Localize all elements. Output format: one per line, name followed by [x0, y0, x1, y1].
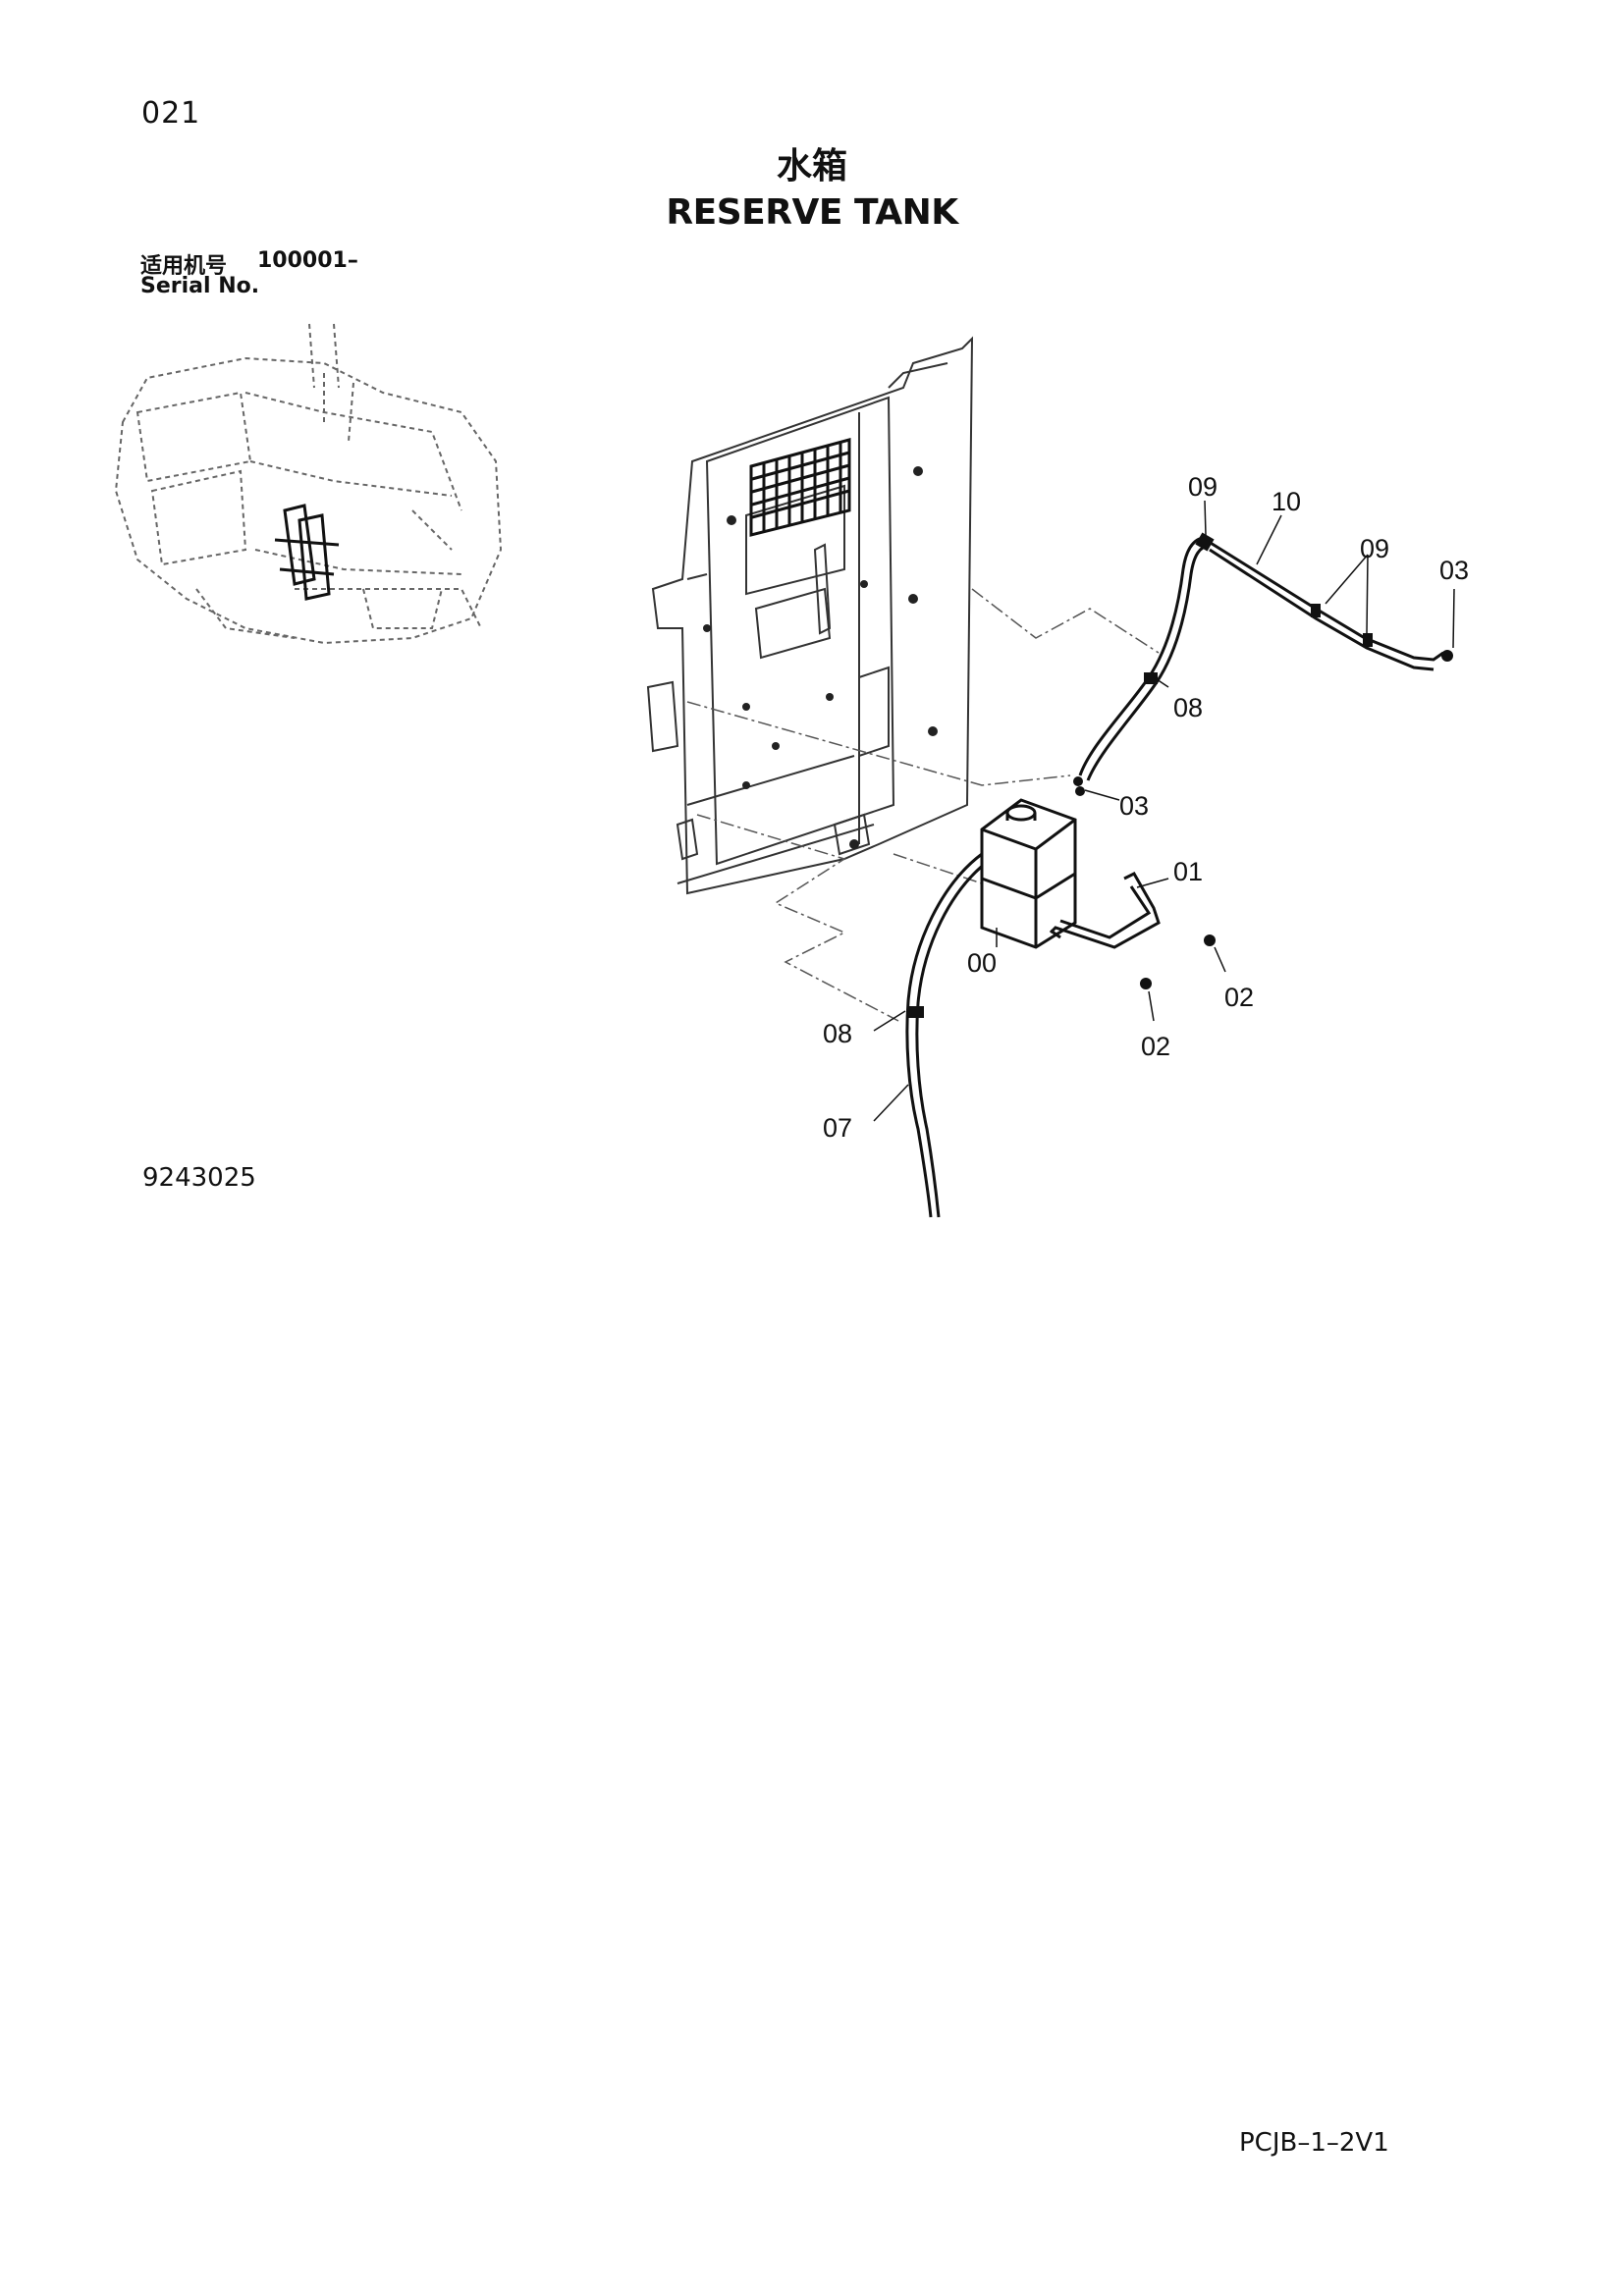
hose-clamps	[908, 532, 1453, 1018]
callout-07: 07	[823, 1113, 852, 1143]
serial-number: 100001–	[257, 248, 358, 273]
callout-02-lower: 02	[1141, 1032, 1170, 1061]
figure-number: 9243025	[142, 1163, 256, 1193]
callout-02-right: 02	[1224, 983, 1254, 1012]
page-code: PCJB–1–2V1	[1239, 2128, 1389, 2158]
callout-leaders	[873, 500, 1455, 1122]
lower-hose	[905, 852, 991, 1218]
page-number: 021	[141, 96, 201, 131]
panel-grille	[749, 438, 851, 537]
serial-label: Serial No.	[140, 274, 260, 298]
page-title: RESERVE TANK	[666, 192, 958, 233]
bolts	[1075, 786, 1216, 989]
callout-09-right: 09	[1360, 534, 1389, 563]
page-title-chinese: 水箱	[776, 146, 847, 187]
callout-08-upper: 08	[1173, 693, 1203, 722]
callout-labels: 09 10 09 03 08 03 01 00 02 02 08 07	[823, 472, 1469, 1143]
callout-03-right: 03	[1439, 556, 1469, 585]
excavator-location-thumbnail	[114, 323, 503, 645]
upper-hose	[1078, 536, 1211, 781]
callout-08-lower: 08	[823, 1019, 852, 1048]
panel-bolts	[703, 466, 938, 849]
callout-09-top: 09	[1188, 472, 1218, 502]
callout-00: 00	[967, 948, 997, 978]
reference-lines	[686, 588, 1160, 1022]
overflow-pipe	[1205, 538, 1444, 671]
callout-03-mid: 03	[1119, 791, 1149, 821]
tank-bracket	[1049, 872, 1161, 949]
mounting-panel	[646, 336, 974, 895]
thumbnail-highlight-bracket	[274, 504, 340, 601]
reserve-tank	[980, 798, 1077, 949]
serial-label-chinese: 适用机号	[140, 254, 228, 279]
callout-01: 01	[1173, 857, 1203, 886]
callout-10: 10	[1272, 487, 1301, 516]
